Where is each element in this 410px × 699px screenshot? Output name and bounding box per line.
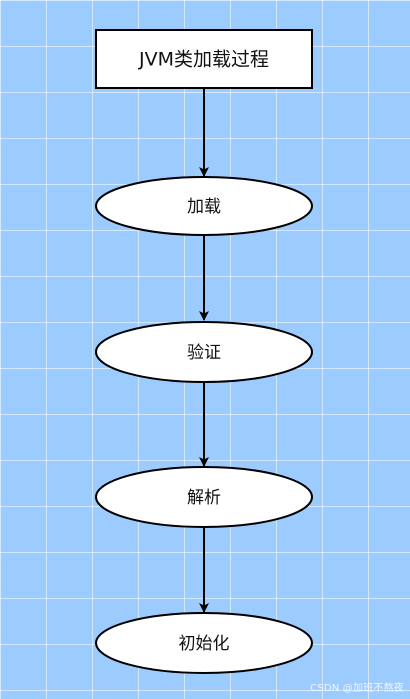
- step-node-load-label: 加载: [187, 197, 221, 217]
- step-node-verify-label: 验证: [187, 343, 221, 363]
- step-node-initialize[interactable]: 初始化: [95, 612, 313, 674]
- step-node-initialize-label: 初始化: [179, 634, 230, 654]
- title-node[interactable]: JVM类加载过程: [95, 29, 313, 89]
- step-node-verify[interactable]: 验证: [95, 321, 313, 383]
- step-node-resolve-label: 解析: [187, 488, 221, 508]
- title-node-box: [95, 29, 313, 89]
- step-node-resolve-shape: [95, 466, 313, 528]
- step-node-verify-shape: [95, 321, 313, 383]
- csdn-watermark: CSDN @加班不熬夜: [310, 683, 404, 694]
- step-node-load[interactable]: 加载: [95, 176, 313, 236]
- step-node-load-shape: [95, 176, 313, 236]
- step-node-resolve[interactable]: 解析: [95, 466, 313, 528]
- step-node-initialize-shape: [95, 612, 313, 674]
- title-node-label: JVM类加载过程: [138, 49, 269, 71]
